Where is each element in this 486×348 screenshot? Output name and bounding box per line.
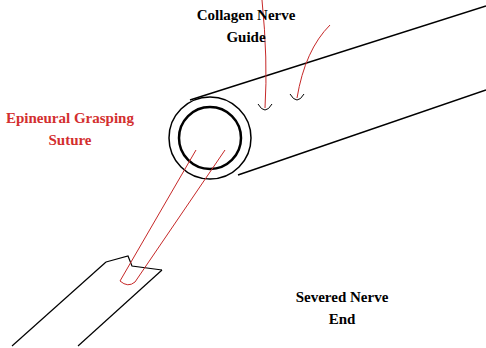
severed-nerve xyxy=(12,256,162,346)
epineural-suture xyxy=(120,0,330,285)
nerve-guide-tube xyxy=(169,6,486,179)
nerve-label: Severed Nerve End xyxy=(282,286,402,330)
suture-label: Epineural Grasping Suture xyxy=(4,107,136,151)
suture-stitch xyxy=(258,94,304,110)
guide-label: Collagen Nerve Guide xyxy=(181,4,311,48)
